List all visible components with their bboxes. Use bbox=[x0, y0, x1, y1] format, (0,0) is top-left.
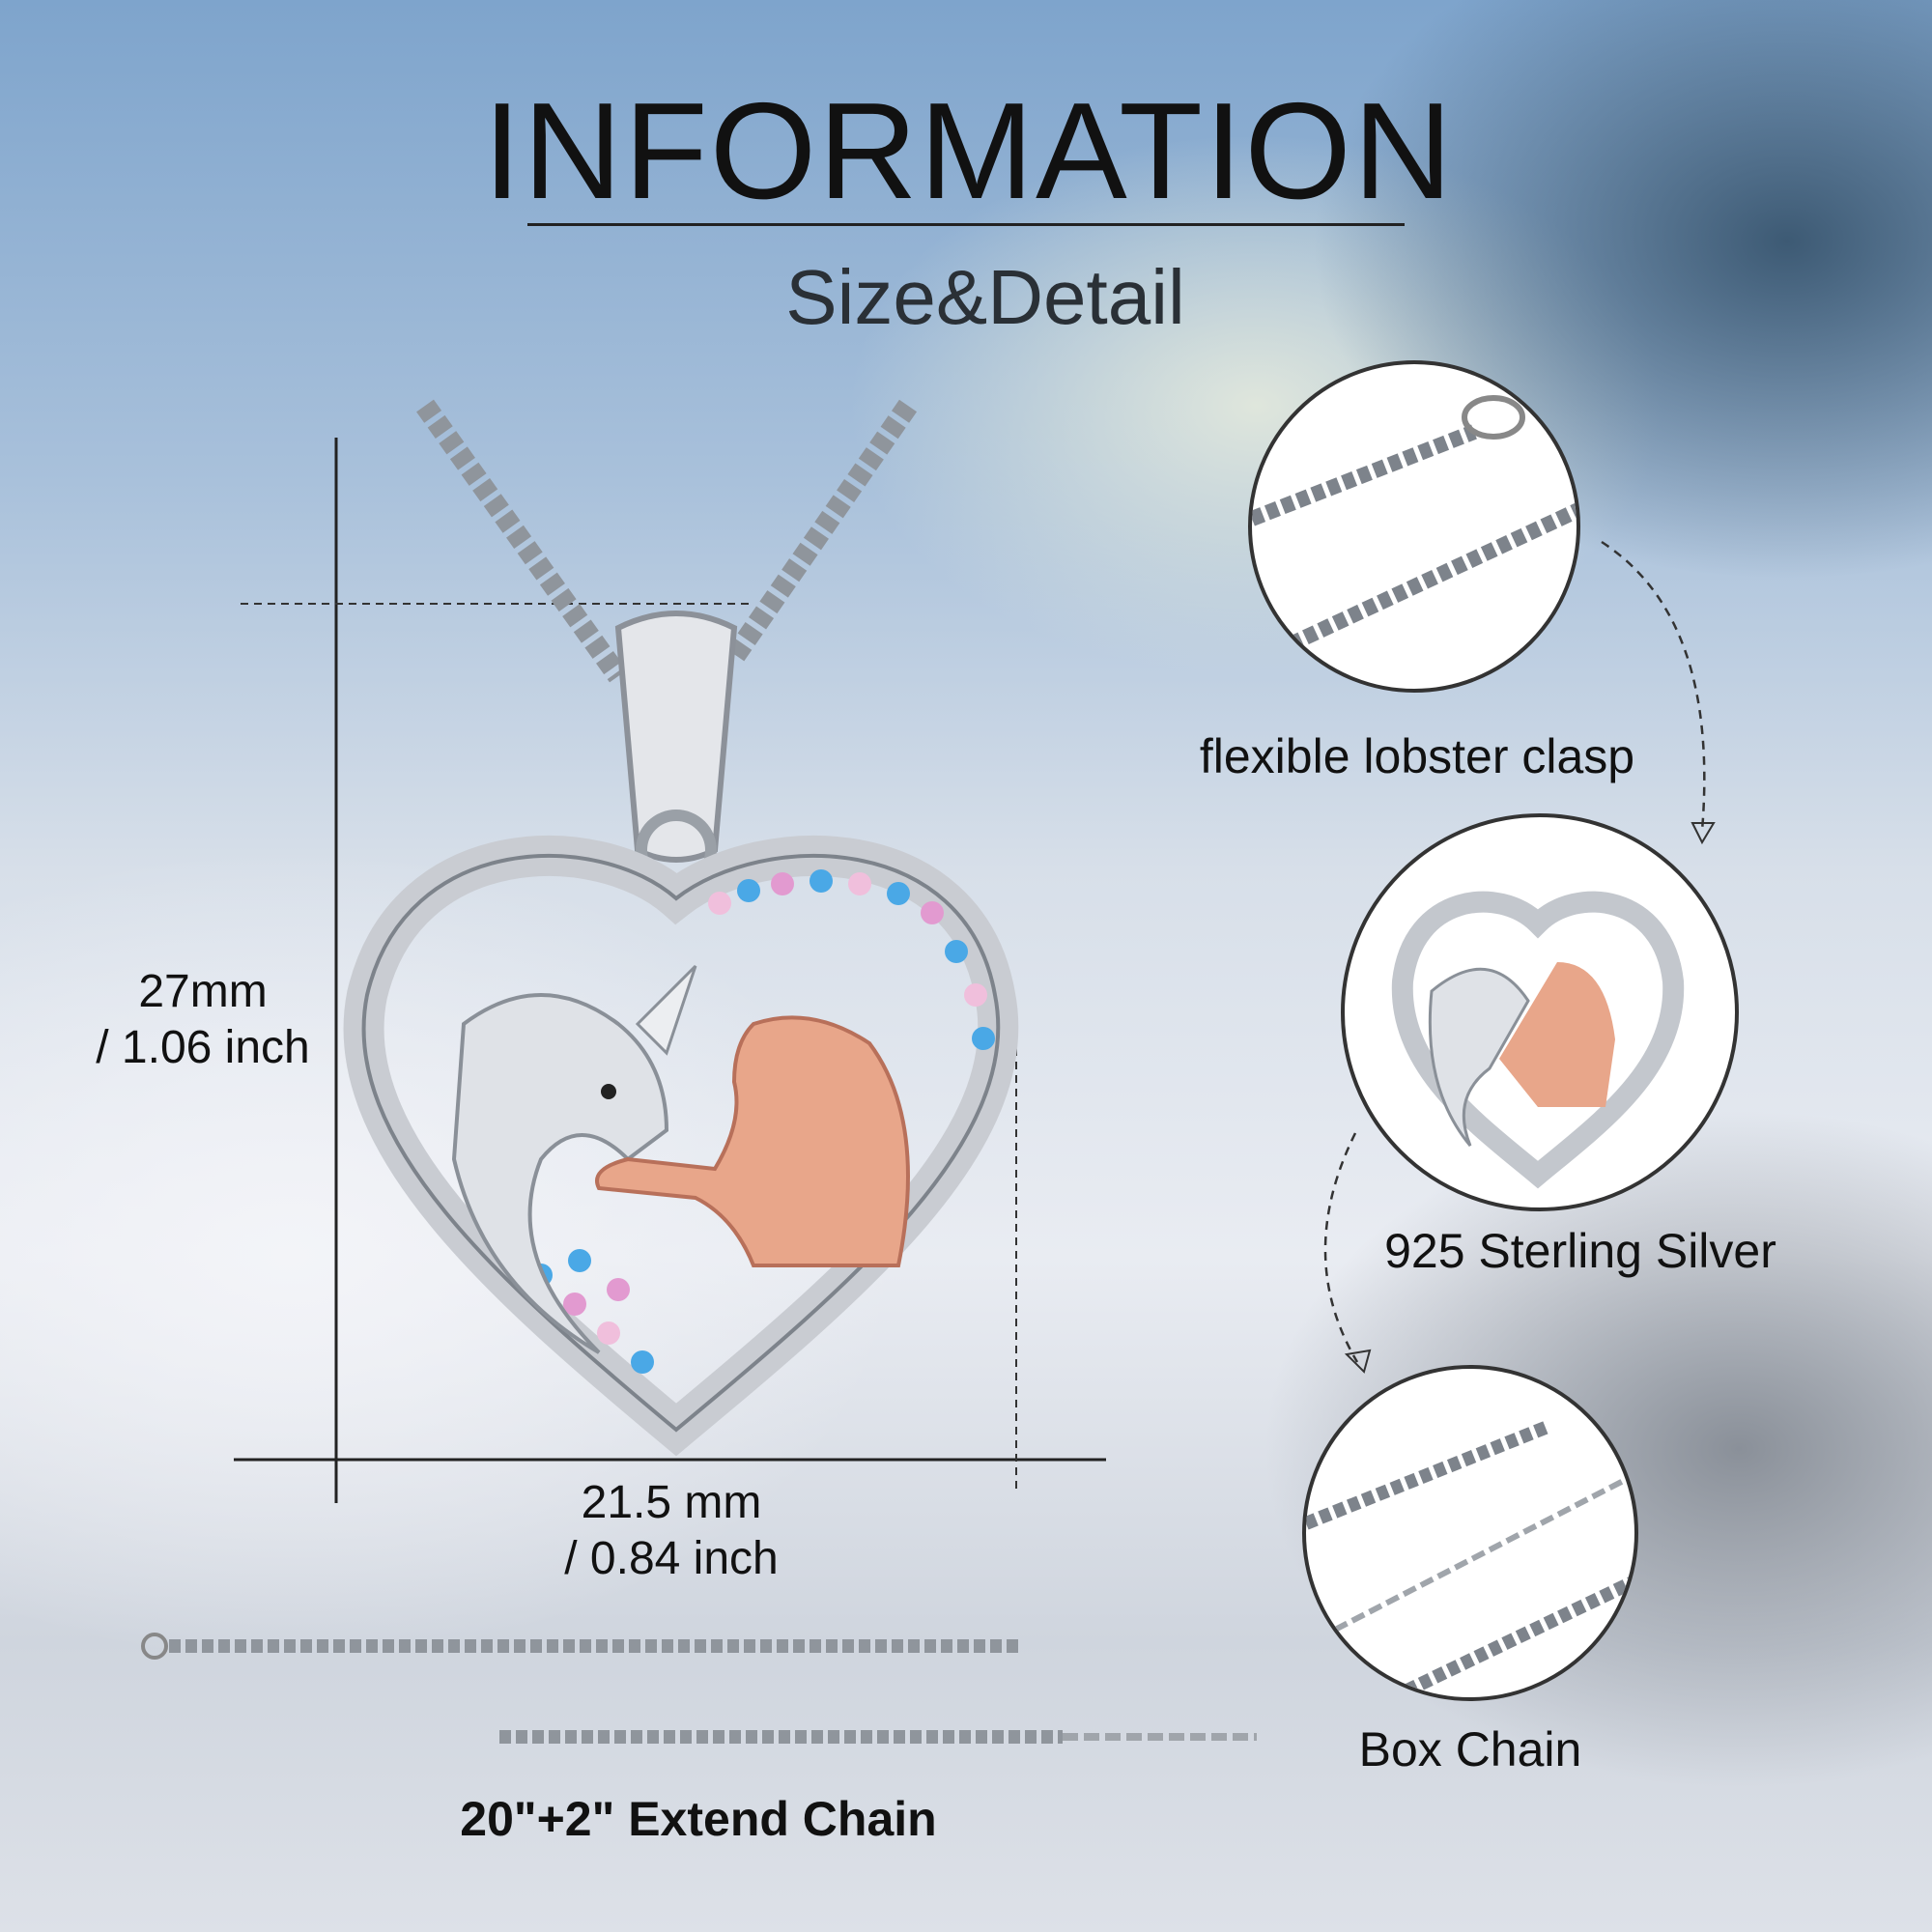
detail-label-silver: 925 Sterling Silver bbox=[1384, 1224, 1776, 1278]
page-title: INFORMATION bbox=[483, 74, 1455, 228]
girl-figure-icon bbox=[595, 1015, 910, 1267]
height-inch: / 1.06 inch bbox=[96, 1022, 310, 1073]
width-mm: 21.5 mm bbox=[581, 1477, 762, 1528]
width-inch: / 0.84 inch bbox=[564, 1533, 779, 1584]
title-divider bbox=[527, 223, 1405, 226]
heart-pendant-icon bbox=[343, 835, 1019, 1457]
pendant-closeup-icon bbox=[1341, 813, 1739, 1211]
height-mm: 27mm bbox=[138, 966, 268, 1017]
necklace-chain-icon bbox=[416, 399, 918, 683]
extend-chain-icon bbox=[141, 1633, 1257, 1744]
box-chain-closeup-icon bbox=[1302, 1365, 1638, 1701]
unicorn-icon bbox=[451, 964, 697, 1354]
page-subtitle: Size&Detail bbox=[785, 254, 1185, 340]
chain-length-label: 20"+2" Extend Chain bbox=[460, 1792, 937, 1846]
bail-icon bbox=[614, 611, 738, 891]
detail-label-chain: Box Chain bbox=[1358, 1722, 1582, 1776]
detail-label-clasp: flexible lobster clasp bbox=[1199, 729, 1635, 783]
lobster-clasp-closeup-icon bbox=[1248, 360, 1580, 693]
dimension-lines bbox=[234, 438, 1106, 1503]
dashed-arrow-icon bbox=[1323, 540, 1716, 1374]
